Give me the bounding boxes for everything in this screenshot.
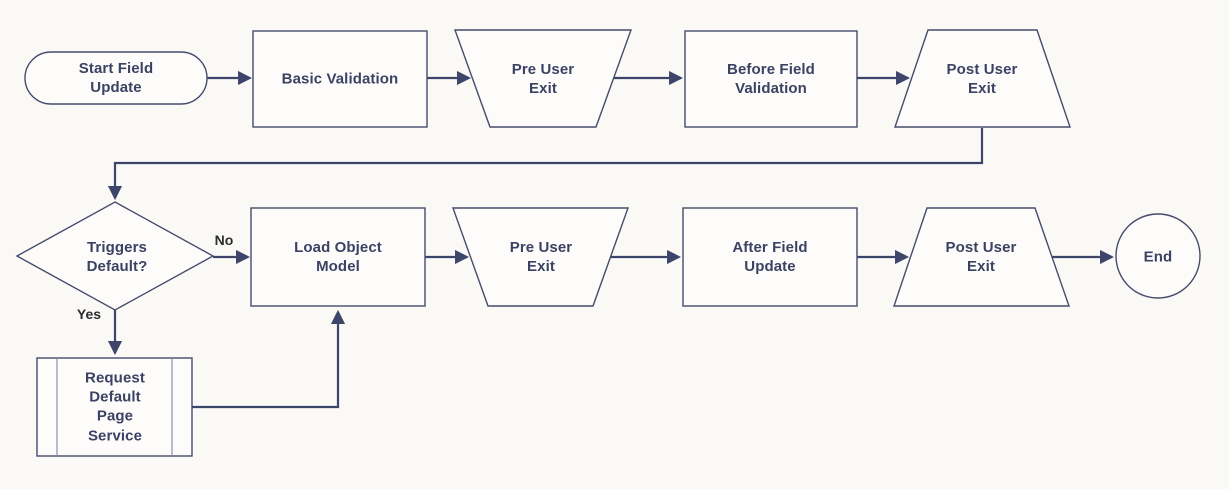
process-shape-before-field-validation (684, 30, 858, 128)
node-label-start-field-update: Start Field Update (78, 59, 154, 96)
process-shape-basic-validation (252, 30, 428, 128)
node-label-pre-user-exit-2: Pre User Exit (509, 238, 573, 275)
node-label-basic-validation: Basic Validation (281, 70, 399, 88)
manual-loop-shape-post-user-exit-2 (893, 207, 1070, 307)
process-shape-after-field-update (682, 207, 858, 307)
process-shape-load-object-model (250, 207, 426, 307)
node-label-before-field-validation: Before Field Validation (727, 60, 815, 97)
decision-shape-triggers-default (15, 201, 215, 311)
manual-operation-shape-pre-user-exit-2 (452, 207, 629, 307)
manual-loop-shape-post-user-exit-1 (894, 29, 1071, 128)
manual-operation-shape-pre-user-exit-1 (454, 29, 632, 128)
node-label-load-object-model: Load Object Model (294, 238, 382, 275)
node-label-end: End (1143, 248, 1173, 266)
node-label-pre-user-exit-1: Pre User Exit (511, 60, 575, 97)
arrow-post-user-exit-to-triggers-default (107, 128, 984, 201)
edge-label-no: No (214, 232, 234, 248)
terminator-shape-end (1115, 213, 1201, 299)
arrow-request-service-to-load-object-model (192, 309, 346, 409)
node-label-after-field-update: After Field Update (732, 238, 808, 275)
node-label-triggers-default: Triggers Default? (86, 238, 148, 275)
node-label-post-user-exit-1: Post User Exit (946, 60, 1018, 97)
edge-label-yes: Yes (76, 306, 102, 322)
node-label-post-user-exit-2: Post User Exit (945, 238, 1017, 275)
predefined-process-shape-request-default-page-service (36, 357, 193, 457)
node-label-request-default-page-service: Request Default Page Service (85, 369, 145, 445)
terminator-shape-start-field-update (24, 51, 208, 105)
